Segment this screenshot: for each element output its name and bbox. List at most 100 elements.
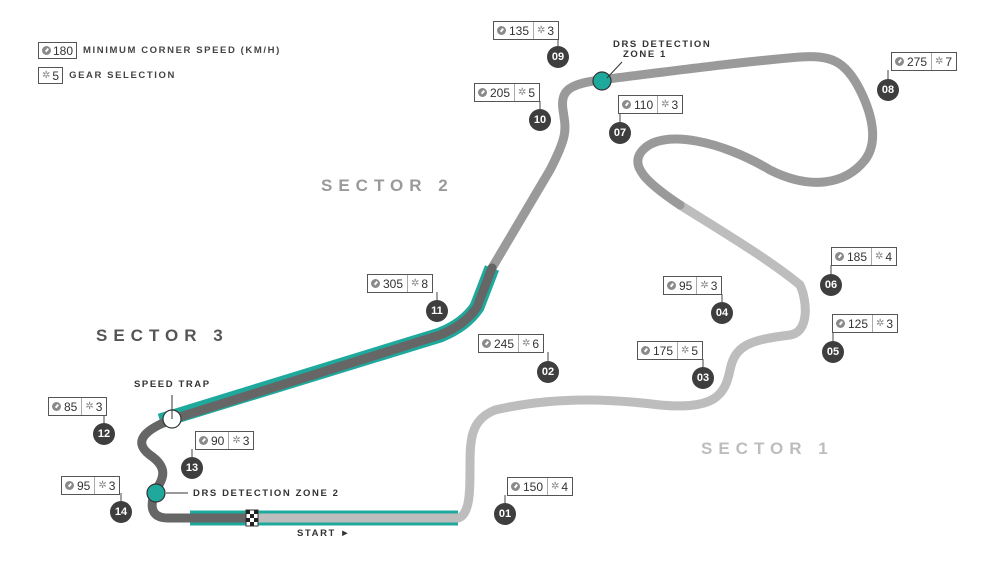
legend-gear-label: GEAR SELECTION xyxy=(69,70,176,81)
corner-speed-value: 110 xyxy=(634,97,654,112)
corner-speed: 305 xyxy=(368,275,409,292)
corner-gear-value: 5 xyxy=(528,85,536,100)
corner-speed-value: 125 xyxy=(848,316,869,331)
corner-number-badge: 04 xyxy=(711,302,733,324)
corner-speed: 185 xyxy=(832,248,873,265)
speedometer-icon xyxy=(511,482,520,491)
corner-speed: 275 xyxy=(892,53,933,70)
start-finish-line xyxy=(245,509,259,527)
speedometer-icon xyxy=(478,88,487,97)
speedometer-icon xyxy=(836,319,845,328)
corner-gear-value: 3 xyxy=(886,316,894,331)
corner-03-tag: 175 ✲5 xyxy=(637,341,704,360)
corner-gear-value: 4 xyxy=(885,249,893,264)
corner-speed-value: 95 xyxy=(679,278,693,293)
corner-number-badge: 06 xyxy=(820,274,842,296)
speed-trap-label: SPEED TRAP xyxy=(134,379,211,390)
speedometer-icon xyxy=(482,339,491,348)
corner-10-tag: 205 ✲5 xyxy=(474,83,541,102)
legend-gear-box: ✲ 5 xyxy=(38,67,64,84)
corner-speed-value: 245 xyxy=(494,336,515,351)
legend-gear: ✲ 5 GEAR SELECTION xyxy=(38,67,176,84)
start-label: START ► xyxy=(297,528,352,539)
corner-speed-value: 205 xyxy=(490,85,511,100)
gear-icon: ✲ xyxy=(875,250,884,262)
corner-speed: 85 xyxy=(49,398,83,415)
corner-gear-value: 3 xyxy=(108,478,116,493)
corner-speed: 90 xyxy=(196,432,230,449)
corner-gear-value: 3 xyxy=(710,278,718,293)
corner-speed: 110 xyxy=(619,96,659,113)
speedometer-icon xyxy=(667,281,676,290)
corner-14-tag: 95✲3 xyxy=(61,476,121,495)
speedometer-icon xyxy=(895,57,904,66)
corner-speed: 175 xyxy=(638,342,679,359)
corner-01-tag: 150 ✲4 xyxy=(507,477,574,496)
corner-number-badge: 13 xyxy=(181,457,203,479)
corner-05-tag: 125 ✲3 xyxy=(832,314,899,333)
corner-number-badge: 10 xyxy=(529,109,551,131)
gear-icon: ✲ xyxy=(518,86,527,98)
corner-11-tag: 305 ✲8 xyxy=(367,274,434,293)
corner-number-badge: 02 xyxy=(537,361,559,383)
corner-gear: ✲3 xyxy=(82,398,106,415)
corner-gear-value: 3 xyxy=(671,97,679,112)
corner-gear: ✲6 xyxy=(519,335,543,352)
corner-gear: ✲3 xyxy=(658,96,682,113)
legend-speed-value: 180 xyxy=(53,43,74,58)
corner-speed-value: 150 xyxy=(523,479,544,494)
corner-gear-value: 5 xyxy=(691,343,699,358)
corner-09-tag: 135✲3 xyxy=(493,21,560,40)
corner-speed: 95 xyxy=(664,277,698,294)
corner-number-badge: 03 xyxy=(692,367,714,389)
corner-gear: ✲4 xyxy=(548,478,572,495)
corner-speed-value: 305 xyxy=(383,276,404,291)
corner-gear: ✲3 xyxy=(534,22,558,39)
corner-gear-value: 3 xyxy=(242,433,250,448)
corner-speed: 125 xyxy=(833,315,874,332)
corner-gear: ✲7 xyxy=(932,53,956,70)
gear-icon: ✲ xyxy=(681,344,690,356)
corner-gear: ✲8 xyxy=(408,275,432,292)
corner-gear: ✲4 xyxy=(872,248,896,265)
gear-icon: ✲ xyxy=(411,277,420,289)
gear-icon: ✲ xyxy=(935,55,944,67)
legend-speed-label: MINIMUM CORNER SPEED (KM/H) xyxy=(83,45,281,56)
gear-icon: ✲ xyxy=(551,480,560,492)
corner-gear: ✲3 xyxy=(95,477,119,494)
drs-zone-1-label-line2: ZONE 1 xyxy=(623,49,667,60)
speedometer-icon xyxy=(65,481,74,490)
track-sector-1 xyxy=(245,200,810,523)
corner-speed: 150 xyxy=(508,478,549,495)
corner-number-badge: 09 xyxy=(547,46,569,68)
corner-gear-value: 4 xyxy=(561,479,569,494)
corner-06-tag: 185 ✲4 xyxy=(831,247,898,266)
corner-speed-value: 185 xyxy=(847,249,868,264)
speedometer-icon xyxy=(497,26,506,35)
corner-07-tag: 110 ✲3 xyxy=(618,95,684,114)
sector-2-label: SECTOR 2 xyxy=(321,176,454,195)
corner-gear-value: 6 xyxy=(532,336,540,351)
corner-13-tag: 90✲3 xyxy=(195,431,255,450)
gear-icon: ✲ xyxy=(42,69,51,81)
corner-speed-value: 175 xyxy=(653,343,674,358)
drs-detection-point-1 xyxy=(592,71,612,91)
corner-gear-value: 3 xyxy=(95,399,103,414)
corner-speed-value: 85 xyxy=(64,399,78,414)
corner-speed-value: 90 xyxy=(211,433,225,448)
corner-number-badge: 08 xyxy=(877,79,899,101)
speedometer-icon xyxy=(835,252,844,261)
speedometer-icon xyxy=(52,402,61,411)
corner-speed: 95 xyxy=(62,477,96,494)
gear-icon: ✲ xyxy=(537,24,546,36)
gear-icon: ✲ xyxy=(876,317,885,329)
drs-zone-2-label: DRS DETECTION ZONE 2 xyxy=(193,488,340,499)
corner-08-tag: 275✲7 xyxy=(891,52,958,71)
corner-number-badge: 07 xyxy=(609,122,631,144)
corner-12-tag: 85 ✲3 xyxy=(48,397,108,416)
corner-gear-value: 3 xyxy=(547,23,555,38)
corner-speed: 205 xyxy=(475,84,516,101)
corner-gear: ✲5 xyxy=(678,342,702,359)
drs-detection-point-2 xyxy=(146,483,166,503)
